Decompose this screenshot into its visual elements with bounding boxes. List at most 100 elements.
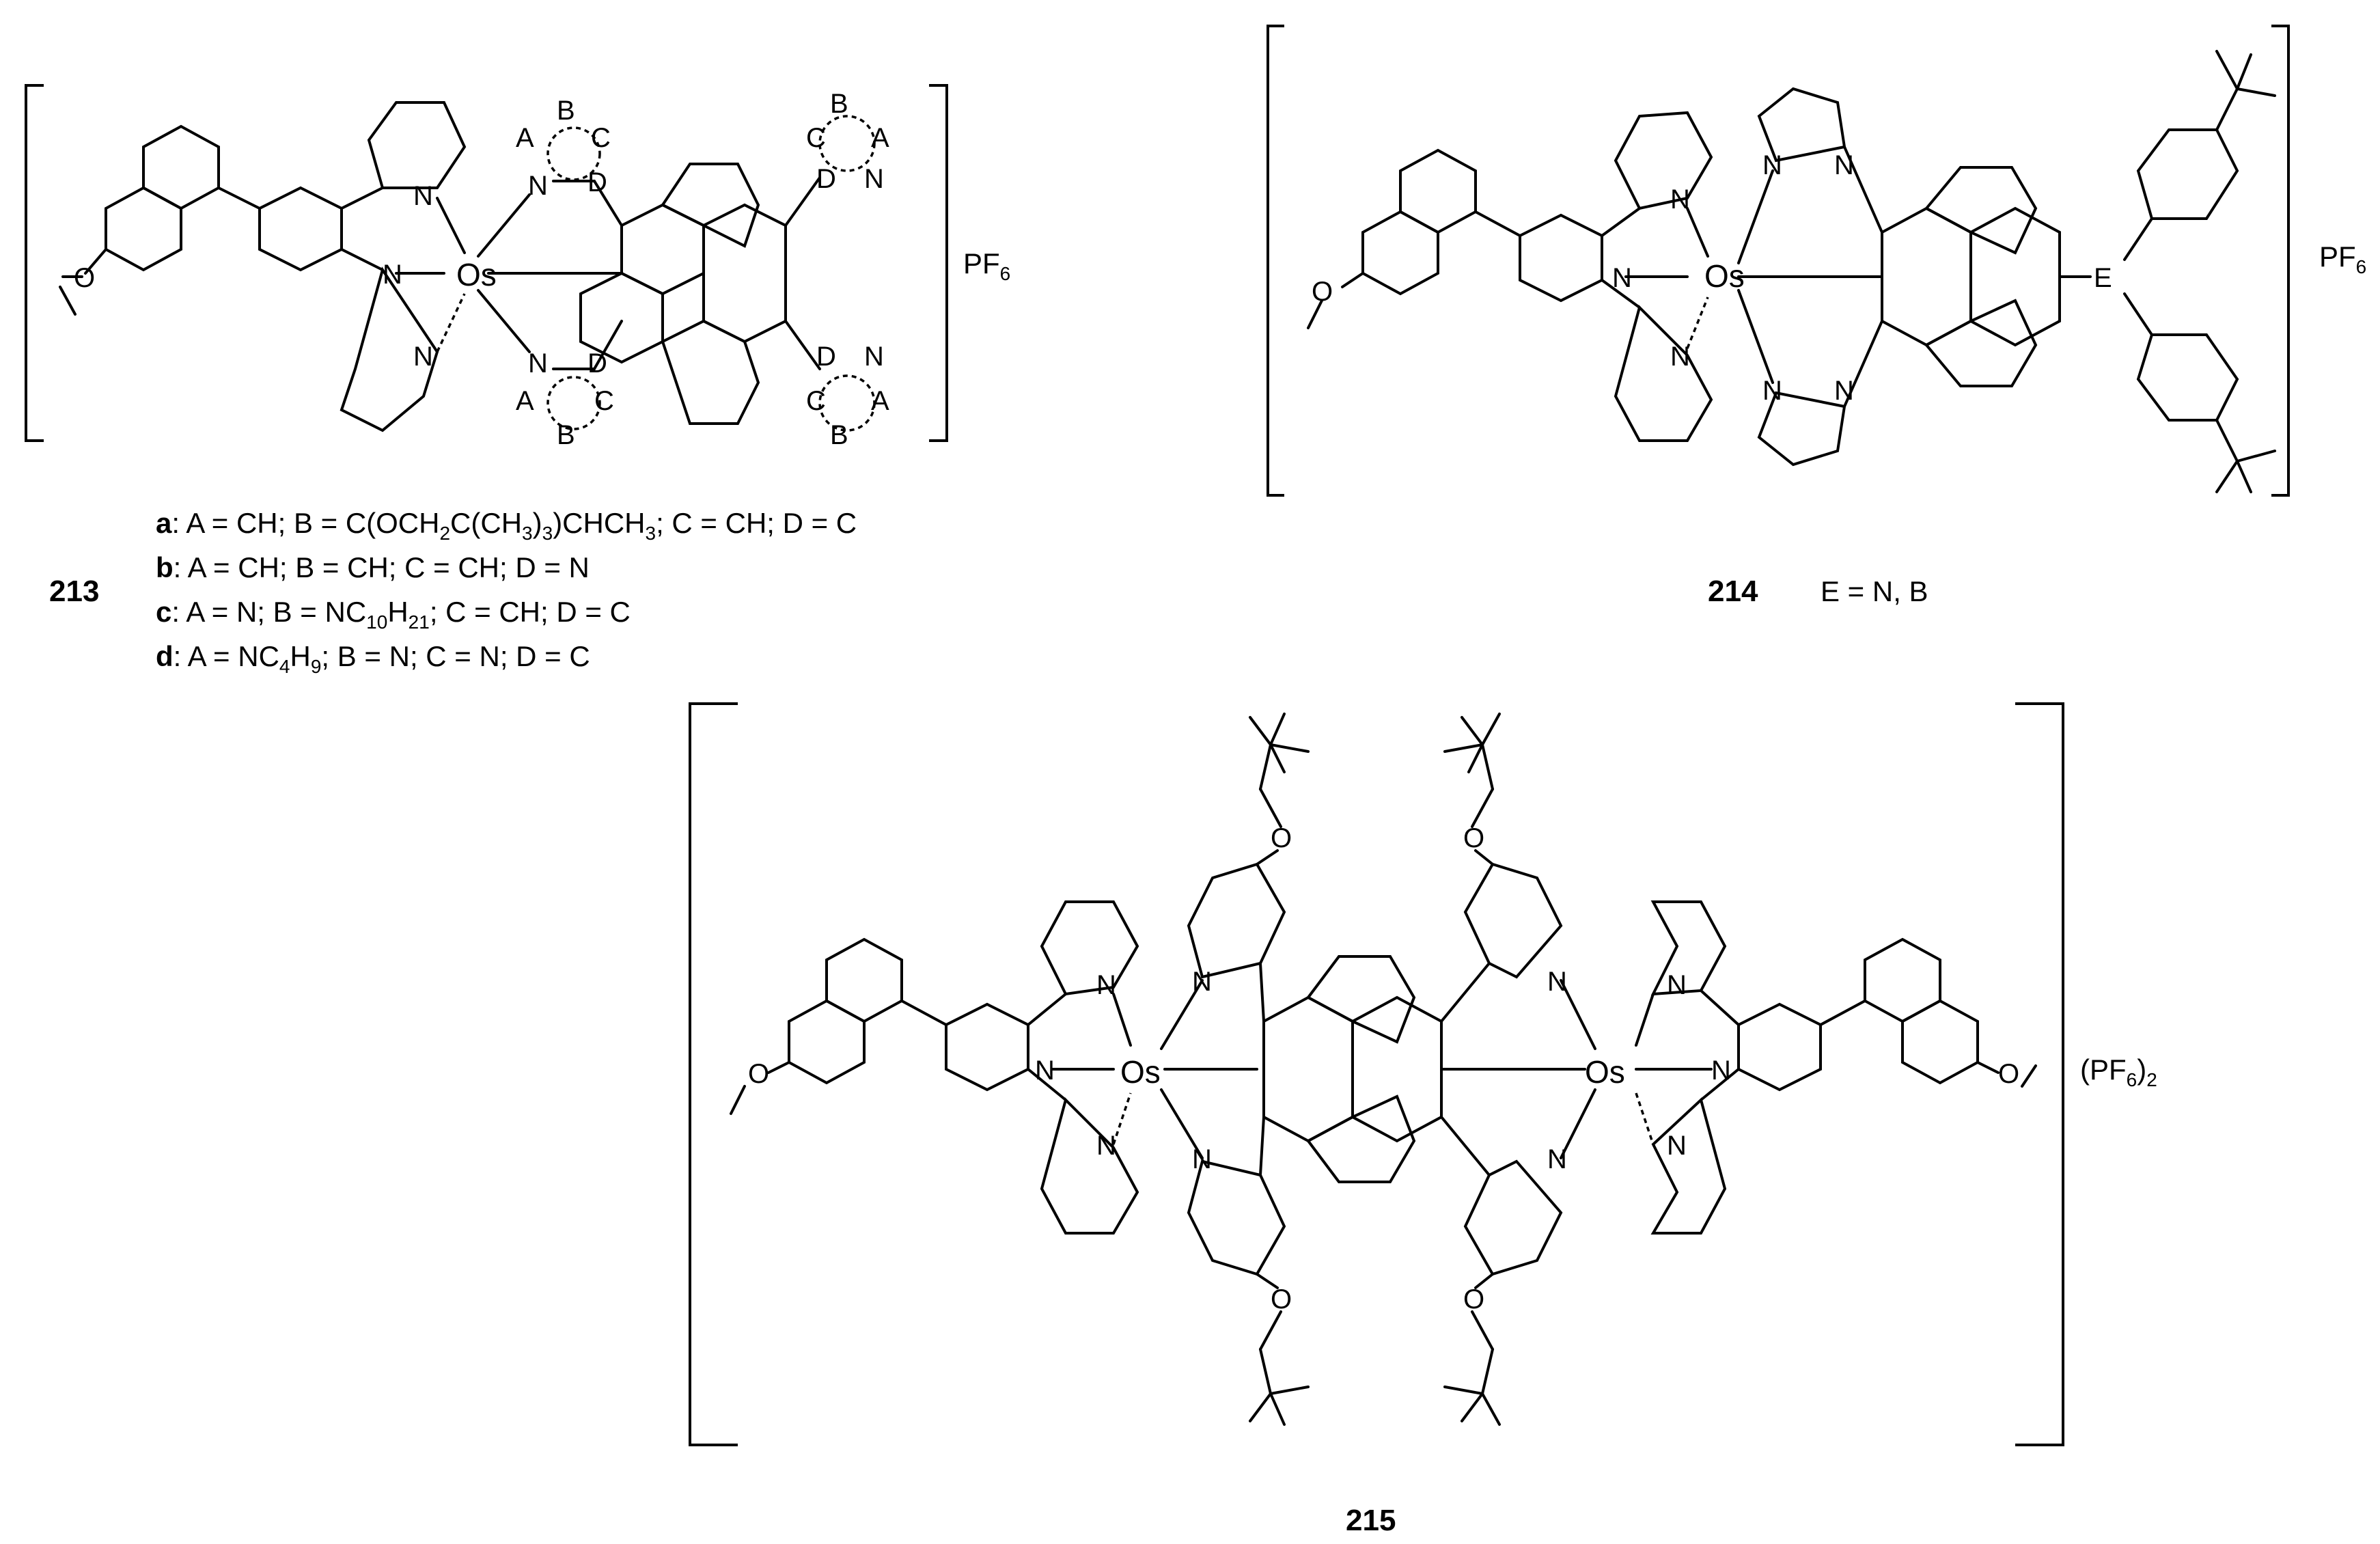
pyridine-n-upper-right-215: N: [1547, 967, 1567, 997]
azole-n-upper-213: N: [528, 171, 548, 201]
pyridine-n-upper-left-215: N: [1192, 967, 1212, 997]
terpy-n-center-214: N: [1612, 263, 1632, 293]
methoxynaphthyl-213: [59, 124, 261, 316]
osmium-right-215: Os: [1585, 1054, 1625, 1090]
azole-n-right-upper-213: N: [864, 164, 884, 194]
variant-a-213: a: A = CH; B = C(OCH2C(CH3)3)CHCH3; C = …: [156, 507, 857, 544]
pyrene-core-214: [1881, 166, 2092, 387]
central-e-214: E: [2094, 263, 2112, 293]
bracket-left-213: [25, 84, 44, 442]
azole-d-right-lower-213: D: [816, 342, 836, 372]
azole-a-upper-213: A: [516, 123, 534, 153]
pyrazole-n2-lower-214: N: [1834, 376, 1854, 406]
caption-214: E = N, B: [1821, 575, 1928, 607]
variant-c-213: c: A = N; B = NC10H21; C = CH; D = C: [156, 596, 631, 633]
pyrene-core-213: [579, 163, 787, 425]
aryl-lower-214: [2136, 333, 2239, 422]
terpy-n-upper-right-215: N: [1667, 970, 1687, 1000]
terpy-upper-ring-right-215: [1650, 900, 1727, 996]
azole-b-right-upper-213: B: [830, 89, 848, 119]
terpy-upper-ring-214: [1614, 111, 1713, 210]
azole-lower-213: [546, 368, 601, 430]
terpy-central-ring-left-215: [945, 1002, 1029, 1092]
pyrazole-upper-214: [1757, 87, 1846, 163]
azole-b-lower-213: B: [557, 420, 575, 450]
pyrazole-n1-upper-214: N: [1762, 150, 1782, 180]
methoxy-o-left-215: O: [748, 1059, 769, 1089]
azole-c-right-upper-213: C: [806, 123, 826, 153]
terpy-lower-ring-right-215: [1650, 1097, 1727, 1235]
azole-b-upper-213: B: [557, 96, 575, 126]
azole-right-lower-213: [784, 320, 876, 432]
pyrazole-n1-lower-214: N: [1762, 376, 1782, 406]
terpy-upper-ring-213: [367, 101, 467, 189]
terpy-upper-ring-left-215: [1040, 900, 1139, 996]
azole-a-lower-213: A: [516, 386, 534, 416]
terpy-n-center-213: N: [383, 260, 402, 290]
azole-d-right-upper-213: D: [816, 164, 836, 194]
counterion-215: (PF6)2: [2080, 1053, 2157, 1090]
compound-number-213: 213: [49, 575, 99, 608]
bracket-right-213: [929, 84, 948, 442]
azole-n-right-lower-213: N: [864, 342, 884, 372]
osmium-left-215: Os: [1120, 1054, 1161, 1090]
azole-n-lower-213: N: [528, 348, 548, 378]
terpy-n-lower-214: N: [1670, 342, 1690, 372]
azole-a-right-lower-213: A: [871, 386, 889, 416]
compound-215-structure: O N N N Os N N O O N N O O Os N N N O (P…: [689, 702, 2157, 1446]
compound-number-215: 215: [1346, 1504, 1396, 1537]
ether-o-upper-right-215: O: [1463, 823, 1484, 853]
terpy-central-ring-214: [1519, 213, 1603, 303]
terpy-n-lower-right-215: N: [1667, 1131, 1687, 1161]
terpy-n-upper-214: N: [1670, 184, 1690, 215]
counterion-214: PF6: [2319, 240, 2366, 277]
methoxynaphthyl-214: [1307, 148, 1521, 329]
pyridine-upper-left-215: [1187, 862, 1286, 979]
methoxynaphthyl-right-215: [1864, 937, 2037, 1088]
bracket-right-215: [2015, 702, 2064, 1446]
terpy-central-ring-right-215: [1737, 1002, 1822, 1092]
azole-a-right-upper-213: A: [871, 123, 889, 153]
pyrazole-lower-214: [1757, 391, 1846, 467]
terpy-n-lower-213: N: [413, 342, 433, 372]
ether-o-lower-right-215: O: [1463, 1284, 1484, 1314]
terpy-n-upper-left-215: N: [1096, 970, 1116, 1000]
ether-o-upper-left-215: O: [1271, 823, 1292, 853]
pyrazole-n2-upper-214: N: [1834, 150, 1854, 180]
terpy-lower-ring-214: [1614, 305, 1713, 442]
azole-c-right-lower-213: C: [806, 386, 826, 416]
ether-o-lower-left-215: O: [1271, 1284, 1292, 1314]
azole-upper-213: [546, 126, 601, 182]
compound-213-structure: O N N N Os N N A B C D D A B C B C A D N…: [25, 84, 1010, 450]
counterion-213: PF6: [963, 247, 1010, 284]
terpy-n-upper-213: N: [413, 181, 433, 211]
bracket-right-214: [2271, 25, 2290, 497]
terpy-n-center-right-215: N: [1711, 1056, 1731, 1086]
azole-d-lower-213: D: [587, 348, 607, 378]
pyrene-core-215: [1262, 955, 1443, 1183]
bracket-left-214: [1267, 25, 1284, 497]
methoxy-o-213: O: [74, 263, 95, 293]
methoxy-o-right-215: O: [1998, 1059, 2019, 1089]
terpy-central-ring-213: [258, 186, 445, 275]
variant-b-213: b: A = CH; B = CH; C = CH; D = N: [156, 551, 590, 583]
osmium-214: Os: [1704, 258, 1745, 294]
osmium-213: Os: [456, 257, 497, 292]
azole-right-upper-213: [784, 115, 876, 227]
compound-214-structure: O N N N Os N N N N E PF6: [1267, 25, 2366, 497]
methoxy-o-214: O: [1312, 277, 1333, 307]
azole-d-upper-213: D: [587, 167, 607, 197]
terpy-n-lower-left-215: N: [1096, 1131, 1116, 1161]
pyridine-n-lower-right-215: N: [1547, 1144, 1567, 1174]
azole-c-upper-213: C: [591, 123, 611, 153]
bracket-left-215: [689, 702, 738, 1446]
pyridine-lower-left-215: [1187, 1159, 1286, 1276]
aryl-upper-214: [2136, 128, 2239, 220]
pyridine-n-lower-left-215: N: [1192, 1144, 1212, 1174]
azole-b-right-lower-213: B: [830, 420, 848, 450]
compound-number-214: 214: [1708, 575, 1758, 608]
pyridine-upper-right-215: [1463, 862, 1563, 979]
terpy-n-center-left-215: N: [1035, 1056, 1055, 1086]
variant-d-213: d: A = NC4H9; B = N; C = N; D = C: [156, 640, 590, 677]
